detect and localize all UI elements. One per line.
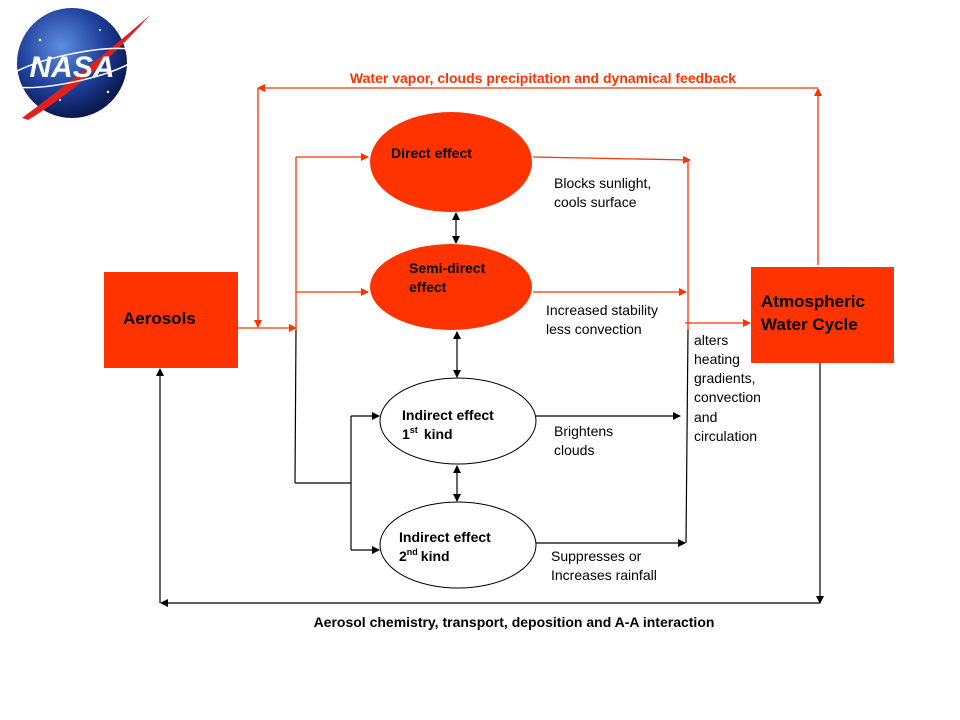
direct-effect-node[interactable] bbox=[370, 112, 532, 212]
alters-note-3: gradients, bbox=[694, 370, 755, 386]
indirect1-note-2: clouds bbox=[554, 442, 594, 458]
indirect-1-label: Indirect effect bbox=[402, 407, 494, 423]
indirect-effect-1-node[interactable] bbox=[379, 377, 537, 465]
nasa-logo: NASA bbox=[4, 8, 150, 120]
water-cycle-label-2: Water Cycle bbox=[761, 315, 858, 334]
alters-note-6: circulation bbox=[694, 428, 757, 444]
indirect-2-label: Indirect effect bbox=[399, 529, 491, 545]
direct-note-2: cools surface bbox=[554, 194, 637, 210]
indirect-effect-2-node[interactable] bbox=[379, 501, 537, 589]
indirect1-note-1: Brightens bbox=[554, 423, 613, 439]
feedback-top-label: Water vapor, clouds precipitation and dy… bbox=[350, 70, 736, 86]
alters-note-1: alters bbox=[694, 332, 728, 348]
semi-direct-label-2: effect bbox=[409, 279, 447, 295]
direct-effect-label: Direct effect bbox=[391, 145, 472, 161]
black-connectors bbox=[156, 212, 824, 607]
red-connectors bbox=[238, 84, 822, 332]
semi-note-2: less convection bbox=[546, 321, 642, 337]
semi-note-1: Increased stability bbox=[546, 302, 658, 318]
semi-direct-effect-node[interactable] bbox=[370, 244, 532, 330]
effect-notes: Blocks sunlight, cools surface Increased… bbox=[546, 175, 761, 583]
feedback-bottom-label: Aerosol chemistry, transport, deposition… bbox=[314, 614, 715, 630]
alters-note-4: convection bbox=[694, 389, 761, 405]
indirect2-note-1: Suppresses or bbox=[551, 548, 642, 564]
aerosols-box[interactable] bbox=[104, 272, 238, 368]
water-cycle-label-1: Atmospheric bbox=[761, 292, 865, 311]
direct-note-1: Blocks sunlight, bbox=[554, 175, 651, 191]
indirect2-note-2: Increases rainfall bbox=[551, 567, 657, 583]
aerosols-label: Aerosols bbox=[123, 309, 196, 328]
alters-note-2: heating bbox=[694, 351, 740, 367]
svg-text:NASA: NASA bbox=[29, 51, 114, 84]
alters-note-5: and bbox=[694, 409, 717, 425]
semi-direct-label-1: Semi-direct bbox=[409, 260, 486, 276]
water-cycle-box[interactable] bbox=[751, 267, 894, 363]
